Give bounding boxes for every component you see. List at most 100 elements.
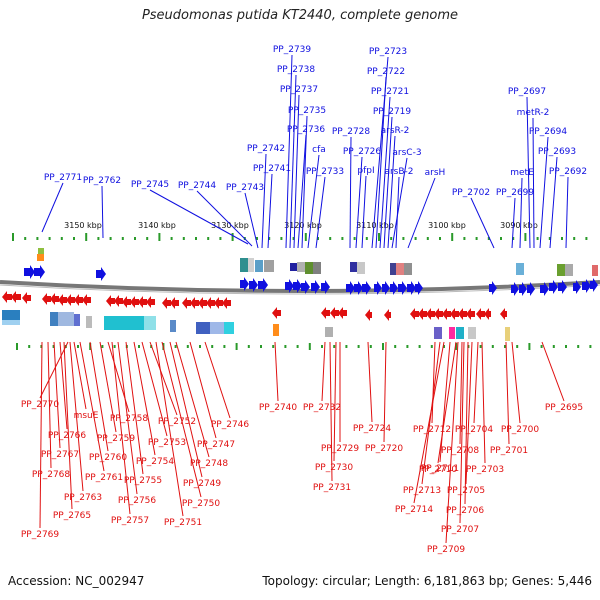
scale-tick-top <box>195 237 197 240</box>
leader-pp-2768 <box>47 341 52 469</box>
scale-tick-top <box>402 237 405 240</box>
scale-tick-top <box>268 237 271 240</box>
scale-tick-top <box>97 237 100 240</box>
scale-tick-top <box>561 237 563 240</box>
forward-gene-arrow <box>407 281 416 295</box>
leader-pp-2708 <box>459 341 463 445</box>
forward-gene-arrow <box>527 282 535 296</box>
gene-label-pp-2736: PP_2736 <box>287 125 326 135</box>
forward-gene-arrow <box>258 278 268 292</box>
leader-pp-2767 <box>53 341 61 449</box>
feature-block <box>210 322 224 334</box>
scale-tick-top <box>292 237 295 240</box>
leader-pp-2721 <box>379 96 391 249</box>
gene-label-pp-2753: PP_2753 <box>148 438 186 448</box>
leader-pp-2765 <box>63 341 73 510</box>
feature-block <box>313 262 321 274</box>
feature-block <box>224 322 234 334</box>
gene-label-pp-2694: PP_2694 <box>529 127 568 137</box>
gene-label-pp-2766: PP_2766 <box>48 431 87 441</box>
leader-pfpi <box>361 175 367 249</box>
gene-label-pp-2735: PP_2735 <box>288 106 326 116</box>
feature-block <box>565 264 573 276</box>
gene-label-pfpi: pfpI <box>357 166 374 176</box>
kbp-label-3140-kbp: 3140 kbp <box>138 221 176 230</box>
gene-label-pp-2751: PP_2751 <box>164 518 202 528</box>
gene-label-pp-2728: PP_2728 <box>332 127 371 137</box>
forward-gene-arrow <box>519 282 527 296</box>
scale-tick-bottom <box>333 345 336 348</box>
leader-pp-2705 <box>465 341 473 485</box>
gene-label-pp-2713: PP_2713 <box>403 486 441 496</box>
gene-label-pp-2743: PP_2743 <box>226 183 264 193</box>
leader-pp-2702 <box>470 197 495 249</box>
reverse-gene-arrow <box>162 297 171 309</box>
forward-gene-arrow <box>549 280 558 294</box>
feature-block <box>325 327 333 337</box>
reverse-gene-arrow <box>458 308 467 320</box>
leader-pp-2749 <box>169 341 203 478</box>
forward-gene-arrow <box>511 282 519 296</box>
leader-pp-2761 <box>79 341 105 472</box>
forward-gene-arrow <box>590 278 598 292</box>
reverse-gene-arrow <box>130 296 139 308</box>
leader-pp-2769 <box>39 341 43 529</box>
leader-pp-2699 <box>511 197 516 249</box>
reverse-gene-arrow <box>11 291 21 303</box>
gene-label-pp-2757: PP_2757 <box>111 516 149 526</box>
reverse-gene-arrow <box>170 297 179 309</box>
scale-tick-top <box>353 237 356 240</box>
feature-block <box>170 320 176 332</box>
forward-gene-arrow <box>34 265 45 279</box>
forward-gene-arrow <box>96 267 106 281</box>
leader-pp-2766 <box>59 341 68 430</box>
scale-tick-top <box>573 237 576 240</box>
leader-pp-2706 <box>464 341 469 505</box>
scale-tick-bottom <box>504 345 506 348</box>
reverse-gene-arrow <box>50 293 59 305</box>
gene-label-pp-2723: PP_2723 <box>369 47 407 57</box>
gene-label-pp-2704: PP_2704 <box>455 425 494 435</box>
scale-tick-top <box>500 237 502 240</box>
gene-label-pp-2692: PP_2692 <box>549 167 587 177</box>
feature-block <box>305 262 313 274</box>
reverse-gene-arrow <box>338 307 347 319</box>
gene-label-pp-2758: PP_2758 <box>110 414 149 424</box>
scale-tick-bottom <box>565 345 567 348</box>
scale-tick-bottom <box>357 345 360 348</box>
leader-arsb-2 <box>395 176 400 249</box>
scale-tick-top <box>317 237 319 240</box>
feature-block <box>58 312 74 326</box>
genome-summary: Topology: circular; Length: 6,181,863 bp… <box>262 574 592 588</box>
feature-block <box>290 263 297 271</box>
leader-pp-2763 <box>69 341 84 492</box>
feature-block <box>297 262 305 272</box>
scale-tick-bottom <box>479 345 482 348</box>
bottom-label-leaders <box>39 341 565 544</box>
forward-gene-arrow <box>311 280 320 294</box>
reverse-gene-arrow <box>500 308 507 320</box>
gene-label-pp-2750: PP_2750 <box>182 499 221 509</box>
scale-tick-bottom <box>260 345 262 348</box>
scale-tick-top <box>12 233 14 241</box>
feature-block <box>404 263 412 275</box>
scale-tick-bottom <box>418 345 421 348</box>
leader-pp-2747 <box>189 341 217 439</box>
leader-arsc-3 <box>391 157 408 249</box>
forward-gene-arrow <box>390 281 398 295</box>
scale-tick-bottom <box>199 345 201 348</box>
scale-tick-top <box>207 237 210 240</box>
scale-tick-top <box>414 237 417 240</box>
scale-tick-top <box>329 237 332 240</box>
gene-label-metr-2: metR-2 <box>517 108 550 118</box>
gene-label-pp-2770: PP_2770 <box>21 400 60 410</box>
reverse-gene-arrow <box>190 297 199 309</box>
leader-pp-2770 <box>39 341 69 399</box>
leader-pp-2746 <box>204 341 231 419</box>
scale-tick-bottom <box>455 343 458 350</box>
reverse-gene-arrow <box>426 308 435 320</box>
scale-tick-bottom <box>113 345 116 348</box>
forward-gene-arrow <box>489 281 497 295</box>
scale-tick-bottom <box>528 343 531 350</box>
feature-block <box>264 260 274 272</box>
